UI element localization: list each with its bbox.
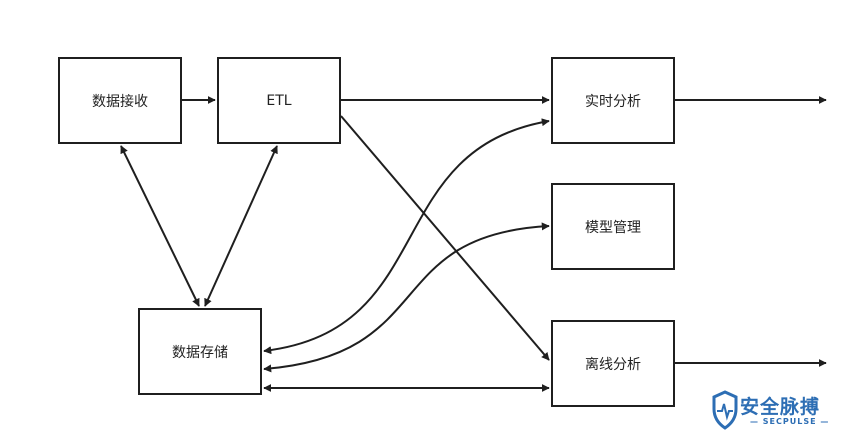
node-label: 模型管理 [585,219,641,236]
watermark-title: 安全脉搏 [740,396,821,418]
secpulse-watermark: 安全脉搏 — SECPULSE — [712,390,852,434]
node-label: 离线分析 [585,356,641,373]
arrow-storage-realtime [263,118,550,355]
node-offline-analysis: 离线分析 [551,320,675,407]
node-model-management: 模型管理 [551,183,675,270]
node-label: 数据接收 [92,93,148,110]
arrow-etl-storage [204,145,278,307]
node-label: 数据存储 [172,344,228,361]
node-realtime-analysis: 实时分析 [551,57,675,144]
node-label: 实时分析 [585,93,641,110]
watermark-subtitle: — SECPULSE — [750,417,830,426]
arrow-receive-storage [120,145,200,307]
node-label: ETL [266,92,292,109]
node-data-receive: 数据接收 [58,57,182,144]
node-data-storage: 数据存储 [138,308,262,395]
node-etl: ETL [217,57,341,144]
shield-pulse-icon [712,390,738,430]
arrow-etl-to-offline [340,115,550,361]
arrow-storage-model [263,222,550,373]
